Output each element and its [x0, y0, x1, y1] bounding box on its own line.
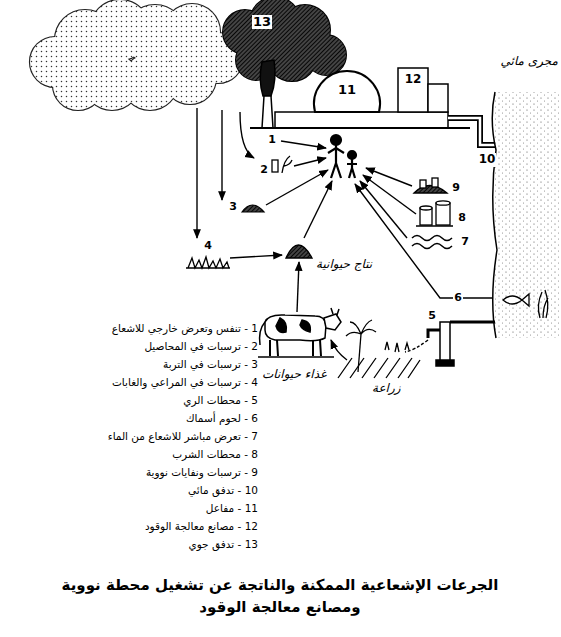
callout-number: 4: [203, 240, 213, 253]
key-item: 3 - ترسبات في التربة: [163, 358, 258, 370]
callout-number: 13: [252, 15, 272, 30]
irrigation-pump: [428, 322, 495, 366]
callout-number: 7: [460, 236, 470, 249]
callout-number: 3: [228, 201, 238, 214]
figure-caption: الجرعات الإشعاعية الممكنة والناتجة عن تش…: [50, 574, 510, 618]
callout-number: 9: [451, 182, 461, 195]
key-item: 10 - تدفق مائي: [188, 484, 258, 496]
exposure-arrow: [230, 141, 492, 360]
callout-number: 12: [404, 73, 423, 87]
callout-number: 11: [337, 83, 357, 98]
callout-number: 6: [453, 292, 463, 305]
nuclear-plant: [250, 60, 495, 145]
fallout-line: [197, 108, 254, 238]
callout-number: 1: [267, 134, 277, 147]
cow: [258, 308, 341, 357]
key-item: 7 - تعرض مباشر للاشعاع من الماء: [108, 430, 258, 442]
handwritten-label: زراعة: [372, 382, 401, 396]
cloud: [30, 0, 243, 110]
key-item: 6 - لحوم أسماك: [186, 412, 258, 424]
drinking-station: [416, 201, 453, 226]
key-item: 13 - تدفق جوي: [188, 538, 258, 550]
key-item: 8 - محطات الشرب: [172, 448, 258, 460]
pasture: [186, 257, 230, 268]
people: [328, 135, 357, 178]
key-item: 1 - تنفس وتعرض خارجي للاشعاع: [112, 322, 258, 334]
key-item: 11 - مفاعل: [206, 502, 258, 514]
key-item: 9 - ترسبات ونفايات نووية: [146, 466, 258, 478]
handwritten-label: مجرى مائي: [501, 55, 558, 69]
key-item: 5 - محطات الري: [183, 394, 258, 406]
handwritten-label: غذاء حيوانات: [262, 368, 326, 382]
callout-number: 2: [259, 164, 269, 177]
key-item: 12 - مصانع معالجة الوقود: [145, 520, 258, 532]
soil: [242, 205, 264, 212]
crops: [272, 156, 292, 173]
radioactive-cloud: [223, 0, 346, 81]
water-body: [492, 92, 561, 338]
callout-number: 5: [427, 310, 437, 323]
key-item: 4 - ترسبات في المراعي والغابات: [112, 376, 258, 388]
water-waves: [412, 236, 452, 249]
key-item: 2 - ترسبات في المحاصيل: [144, 340, 258, 352]
callout-number: 8: [457, 212, 467, 225]
handwritten-label: نتاج حيوانية: [316, 258, 372, 272]
callout-number: 10: [478, 153, 497, 167]
animal-products: [286, 245, 312, 258]
farmland: [338, 320, 420, 378]
nuclear-waste: [414, 178, 447, 193]
